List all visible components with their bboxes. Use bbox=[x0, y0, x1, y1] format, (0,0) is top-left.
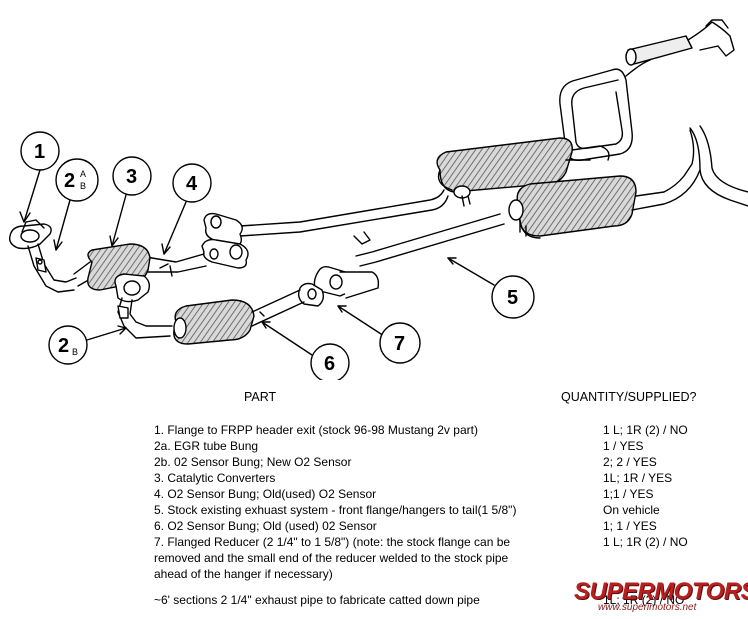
part-row-text: 2a. EGR tube Bung bbox=[154, 439, 259, 453]
callout-shapes bbox=[19, 131, 535, 380]
callout-2b-sub: B bbox=[72, 347, 78, 357]
flanged-reducer bbox=[297, 265, 380, 307]
part-row-qty: 1 / YES bbox=[603, 439, 644, 453]
callout-2ab-label: 2 bbox=[64, 170, 75, 192]
part-row-qty: On vehicle bbox=[603, 503, 660, 517]
part-row-qty: 1; 1 / YES bbox=[603, 519, 657, 533]
quantity-header: QUANTITY/SUPPLIED? bbox=[561, 390, 697, 404]
callout-2b-label: 2 bbox=[58, 335, 69, 357]
upper-flange-pair bbox=[201, 212, 249, 269]
part-row-text: 2b. 02 Sensor Bung; New O2 Sensor bbox=[154, 455, 352, 469]
upper-long-pipe bbox=[239, 189, 445, 227]
part-row-qty: 2; 2 / YES bbox=[603, 455, 657, 469]
upper-muffler bbox=[436, 137, 610, 207]
lower-muffler bbox=[508, 129, 701, 239]
part-row-qty: 1L; 1R / YES bbox=[603, 471, 673, 485]
over-axle-pipe bbox=[559, 59, 651, 161]
footer-row-qty: 1L; 1R (2) / NO bbox=[603, 593, 685, 607]
part-row-text: 7. Flanged Reducer (2 1/4" to 1 5/8") (n… bbox=[154, 535, 511, 549]
callout-5-label: 5 bbox=[507, 287, 518, 309]
supermotors-logo: SUPERMOTORS www.superimotors.net bbox=[570, 578, 748, 614]
right-tail-pipe bbox=[689, 127, 748, 207]
part-row-qty: 1 L; 1R (2) / NO bbox=[603, 423, 688, 437]
part-row-text: removed and the small end of the reducer… bbox=[154, 551, 509, 565]
part-row-text: ahead of the hanger if necessary) bbox=[154, 567, 333, 581]
callout-3-label: 3 bbox=[126, 166, 137, 188]
footer-row-text: ~6' sections 2 1/4" exhaust pipe to fabr… bbox=[154, 593, 480, 607]
exhaust-diagram: 1 2 A B 3 4 5 2 B 6 7 bbox=[8, 19, 748, 380]
part-row-text: 1. Flange to FRPP header exit (stock 96-… bbox=[154, 423, 478, 437]
part-row-text: 6. O2 Sensor Bung; Old (used) 02 Sensor bbox=[154, 519, 377, 533]
part-row-qty: 1;1 / YES bbox=[603, 487, 654, 501]
part-row-qty: 1 L; 1R (2) / NO bbox=[603, 535, 688, 549]
part-row-text: 4. O2 Sensor Bung; Old(used) O2 Sensor bbox=[154, 487, 377, 501]
callout-2ab-sub-a: A bbox=[80, 169, 86, 179]
logo-url: www.superimotors.net bbox=[598, 602, 697, 613]
part-row-text: 3. Catalytic Converters bbox=[154, 471, 276, 485]
callout-7-label: 7 bbox=[394, 333, 405, 355]
header-flange bbox=[8, 219, 77, 293]
part-header: PART bbox=[244, 390, 277, 404]
callout-6-label: 6 bbox=[324, 353, 335, 375]
callout-1-label: 1 bbox=[34, 141, 45, 163]
rear-muffler bbox=[625, 19, 735, 66]
lower-long-pipe bbox=[355, 213, 501, 257]
lower-header-flange bbox=[114, 273, 173, 339]
logo-brand: SUPERMOTORS bbox=[574, 578, 748, 605]
lower-cat-converter bbox=[173, 289, 305, 345]
callout-2ab-sub-b: B bbox=[80, 181, 86, 191]
part-row-text: 5. Stock existing exhuast system - front… bbox=[154, 503, 517, 517]
callout-4-label: 4 bbox=[186, 173, 198, 195]
